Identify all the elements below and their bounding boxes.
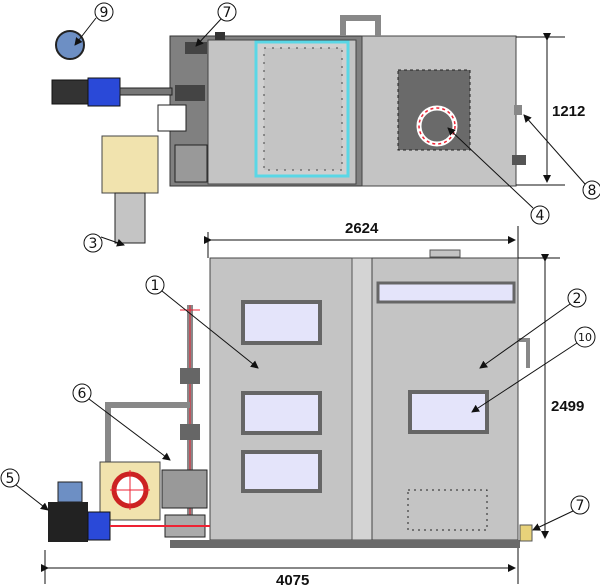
callout-7-top [195, 2, 237, 47]
suction-pipe-top [119, 87, 173, 96]
callouts [0, 2, 600, 531]
callout-label-9: 9 [100, 5, 109, 21]
callout-label-2: 2 [573, 291, 582, 307]
valve-icon [185, 42, 207, 54]
callout-6 [72, 383, 171, 461]
sight-window [241, 391, 322, 435]
sight-window [408, 390, 489, 434]
top-pipe [340, 15, 381, 36]
callout-label-3: 3 [89, 236, 98, 252]
callout-label-6: 6 [78, 386, 87, 402]
callout-2 [479, 288, 587, 369]
callout-3 [83, 233, 125, 253]
motor-front [48, 502, 88, 542]
circulation-pump-top [174, 144, 208, 183]
top-hatch [429, 249, 461, 258]
valve-icon [512, 155, 526, 165]
callout-5 [0, 468, 49, 511]
level-pipe [518, 338, 530, 368]
callout-label-5: 5 [6, 471, 15, 487]
callout-label-4: 4 [536, 208, 545, 224]
drain-valve-icon [519, 524, 533, 542]
callout-label-10: 10 [578, 331, 592, 344]
motor-top [51, 79, 93, 105]
top-port-bolts [418, 107, 456, 145]
dimension-overall-length: 4075 [276, 572, 309, 588]
filter-box-top [101, 135, 159, 194]
callout-10 [471, 326, 596, 413]
callout-labels: 9 7 3 4 8 1 2 10 6 5 7 [6, 5, 597, 514]
dimension-tank-width: 2624 [345, 220, 379, 237]
level-fitting-icon [514, 105, 522, 115]
top-manhole-inner [263, 47, 343, 171]
top-vent [215, 32, 225, 40]
pump-top-icon [55, 30, 85, 60]
callout-7-bottom [532, 495, 590, 531]
dimension-height: 2499 [551, 398, 584, 415]
callout-label-7-top: 7 [223, 5, 232, 21]
dimension-depth: 1212 [552, 103, 585, 120]
callout-1 [145, 275, 259, 369]
return-pipe [105, 402, 190, 485]
callout-8 [523, 114, 600, 200]
callout-label-7-bottom: 7 [576, 498, 585, 514]
white-box-top [157, 104, 187, 132]
callout-label-1: 1 [151, 278, 160, 294]
top-slot-window [376, 281, 516, 304]
callout-4 [447, 127, 550, 225]
pump-head-front [87, 511, 111, 541]
valve-icon [175, 85, 205, 101]
callout-label-8: 8 [588, 183, 597, 199]
valve-icon [180, 368, 200, 384]
top-view: 1212 [51, 15, 585, 244]
sight-window [241, 450, 322, 493]
circulation-pump-front [161, 469, 208, 509]
front-view: 2624 2499 [41, 220, 584, 588]
tank-pump-icon [57, 481, 83, 503]
callout-9 [74, 2, 114, 46]
access-panel [407, 489, 488, 531]
front-middle-strip [351, 257, 373, 541]
pump-head-top [87, 77, 121, 107]
base-frame [170, 540, 520, 548]
sight-window [241, 300, 322, 345]
strainer-top [114, 192, 146, 244]
valve-icon [180, 424, 200, 440]
